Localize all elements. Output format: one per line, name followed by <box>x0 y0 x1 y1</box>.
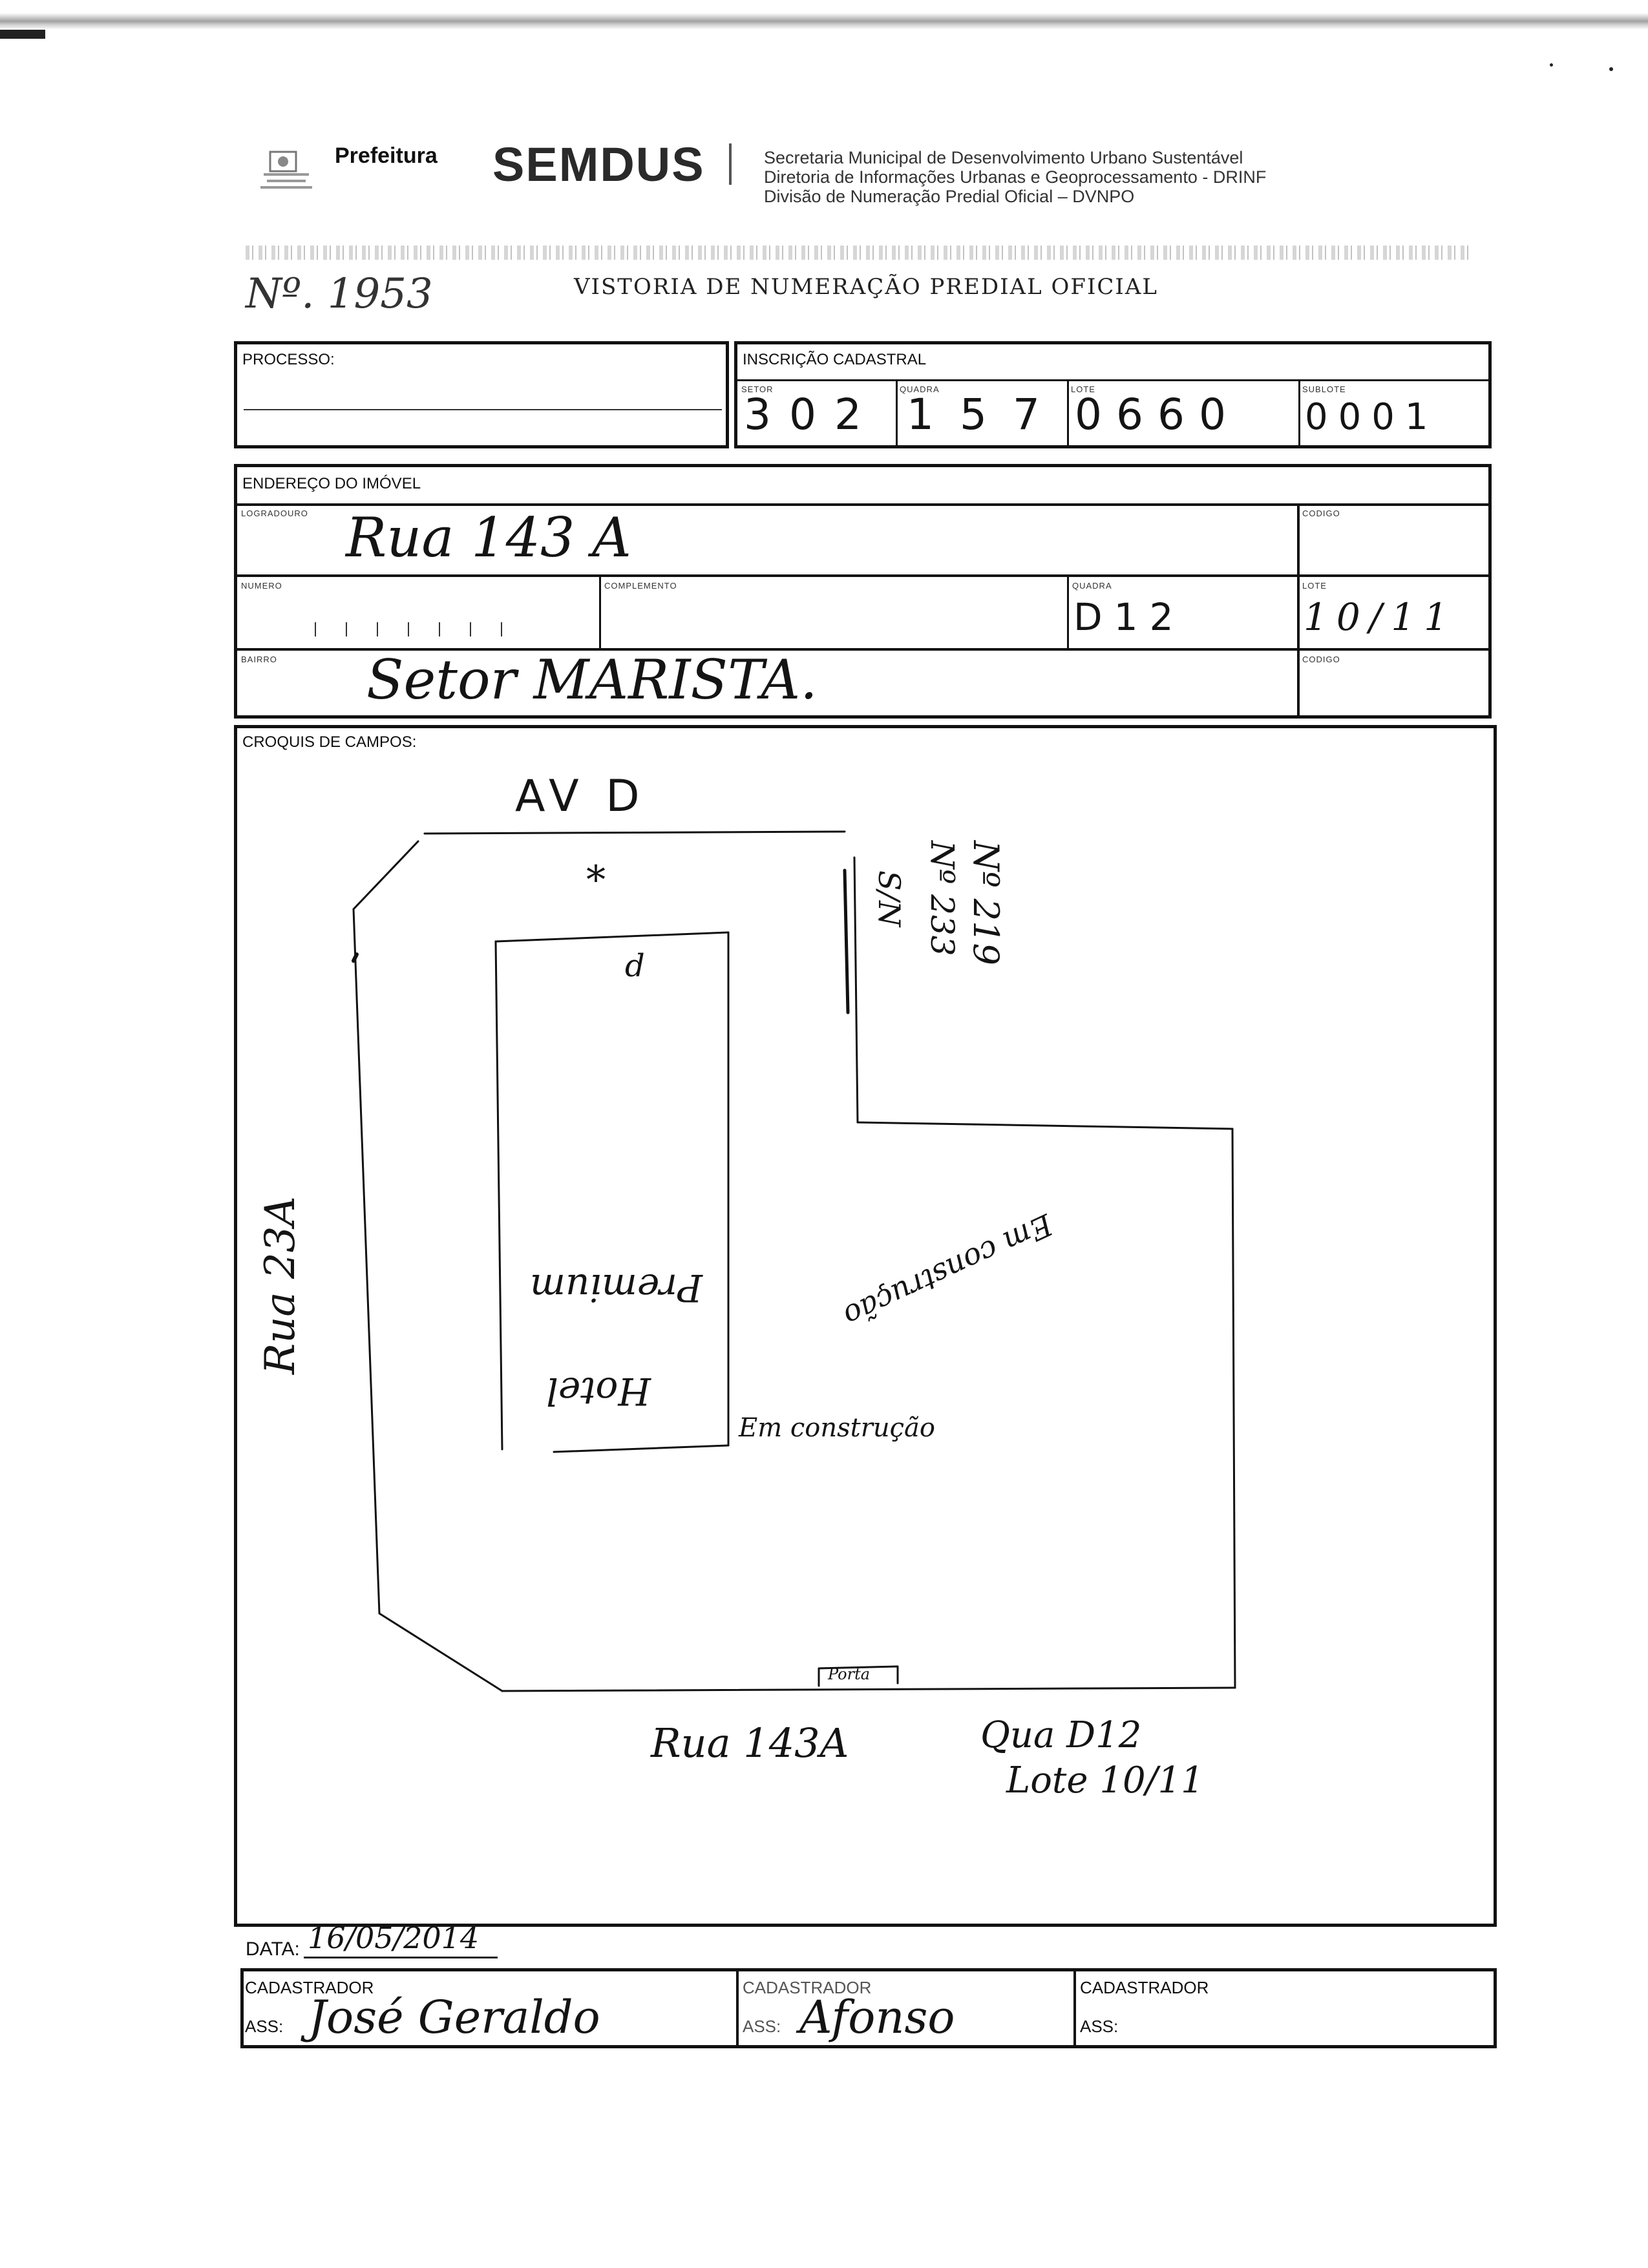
bottom-street-label: Rua 143A <box>651 1719 849 1767</box>
site-sketch <box>352 830 1236 1692</box>
lote-addr-value: 10/11 <box>1304 595 1457 639</box>
inscricao-label: INSCRIÇÃO CADASTRAL <box>743 351 927 368</box>
data-label: DATA: <box>246 1938 300 1960</box>
cadastrador-divider <box>1073 1971 1076 2045</box>
left-street-label: Rua 23A <box>257 1196 304 1374</box>
header-line-1: Secretaria Municipal de Desenvolvimento … <box>764 148 1243 167</box>
cadastrador-2-signature: Afonso <box>799 1991 955 2044</box>
header-line-2: Diretoria de Informações Urbanas e Geopr… <box>764 167 1267 187</box>
logradouro-label: LOGRADOURO <box>241 509 308 518</box>
numero-divider <box>599 576 601 649</box>
number-sn: S/N <box>872 870 907 927</box>
prefeitura-seal-icon <box>251 145 322 197</box>
inscricao-box: INSCRIÇÃO CADASTRAL SETOR QUADRA LOTE SU… <box>734 341 1492 448</box>
scan-speck <box>1550 63 1553 67</box>
lot-note-2: Lote 10/11 <box>1006 1759 1204 1801</box>
lote-value: 0660 <box>1075 390 1240 439</box>
inscricao-divider <box>1067 379 1069 446</box>
croquis-box: CROQUIS DE CAMPOS: AV D * d Rua 23A Nº 2… <box>234 725 1497 1927</box>
numero-ticks <box>315 622 532 640</box>
bairro-value: Setor MARISTA. <box>366 648 818 711</box>
cadastrador-2-ass-label: ASS: <box>743 2017 781 2036</box>
scan-speck <box>1609 67 1613 71</box>
asterisk-mark: * <box>586 857 606 903</box>
lote-label: LOTE <box>1071 384 1095 394</box>
setor-label: SETOR <box>741 384 774 394</box>
codigo-2-label: CODIGO <box>1302 655 1340 664</box>
prefeitura-label: Prefeitura <box>335 143 438 168</box>
quadra-addr-value: D12 <box>1073 595 1185 639</box>
complemento-label: COMPLEMENTO <box>604 581 677 591</box>
cadastrador-divider <box>736 1971 739 2045</box>
cadastrador-3-title: CADASTRADOR <box>1080 1978 1209 1997</box>
header-line-3: Divisão de Numeração Predial Oficial – D… <box>764 187 1135 206</box>
scan-band <box>246 246 1474 260</box>
cadastrador-1-signature: José Geraldo <box>308 1991 600 2044</box>
sublote-value: 0001 <box>1305 396 1439 438</box>
processo-line <box>244 409 722 410</box>
data-underline <box>304 1957 498 1958</box>
processo-box: PROCESSO: <box>234 341 729 448</box>
scan-artifact-left <box>0 30 45 39</box>
codigo-divider <box>1297 503 1300 715</box>
number-233: Nº 233 <box>924 841 961 956</box>
lote-addr-label: LOTE <box>1302 581 1327 591</box>
quadra-label: QUADRA <box>900 384 940 394</box>
premium-label: Premium <box>530 1266 703 1310</box>
complemento-divider <box>1067 576 1069 649</box>
construction-label: Em construção <box>739 1413 935 1443</box>
cadastradores-box: CADASTRADOR ASS: José Geraldo CADASTRADO… <box>240 1968 1497 2048</box>
sublote-label: SUBLOTE <box>1302 384 1346 394</box>
quadra-value: 157 <box>907 390 1066 439</box>
bairro-label: BAIRRO <box>241 655 277 664</box>
form-title: VISTORIA DE NUMERAÇÃO PREDIAL OFICIAL <box>574 274 1158 300</box>
numero-label: NUMERO <box>241 581 282 591</box>
inscricao-divider <box>896 379 898 446</box>
endereco-label: ENDEREÇO DO IMÓVEL <box>242 475 421 492</box>
semdus-logo: SEMDUS <box>492 138 705 191</box>
cadastrador-2-title: CADASTRADOR <box>743 1978 872 1997</box>
endereco-row-line <box>237 503 1488 506</box>
endereco-row-line <box>237 648 1488 651</box>
croquis-label: CROQUIS DE CAMPOS: <box>242 733 417 751</box>
scan-artifact-top <box>0 13 1648 30</box>
header-divider <box>729 143 732 185</box>
porta-label: Porta <box>828 1665 871 1683</box>
data-value: 16/05/2014 <box>308 1920 480 1955</box>
lot-note-1: Qua D12 <box>980 1714 1142 1756</box>
inscricao-divider <box>1298 379 1300 446</box>
processo-label: PROCESSO: <box>242 351 335 368</box>
inscricao-row-line <box>737 379 1488 381</box>
codigo-label: CODIGO <box>1302 509 1340 518</box>
form-number: Nº. 1953 <box>246 270 433 318</box>
endereco-box: ENDEREÇO DO IMÓVEL LOGRADOURO CODIGO Rua… <box>234 464 1492 719</box>
cadastrador-1-title: CADASTRADOR <box>245 1978 374 1997</box>
quadra-addr-label: QUADRA <box>1072 581 1112 591</box>
cadastrador-1-ass-label: ASS: <box>245 2017 284 2036</box>
top-street-label: AV D <box>515 771 646 822</box>
logradouro-value: Rua 143 A <box>346 506 631 569</box>
cadastrador-3-ass-label: ASS: <box>1080 2017 1119 2036</box>
endereco-row-line <box>237 574 1488 577</box>
number-219: Nº 219 <box>966 841 1006 965</box>
setor-value: 302 <box>744 390 880 439</box>
d-mark: d <box>625 948 645 984</box>
hotel-label: Hotel <box>546 1369 651 1413</box>
